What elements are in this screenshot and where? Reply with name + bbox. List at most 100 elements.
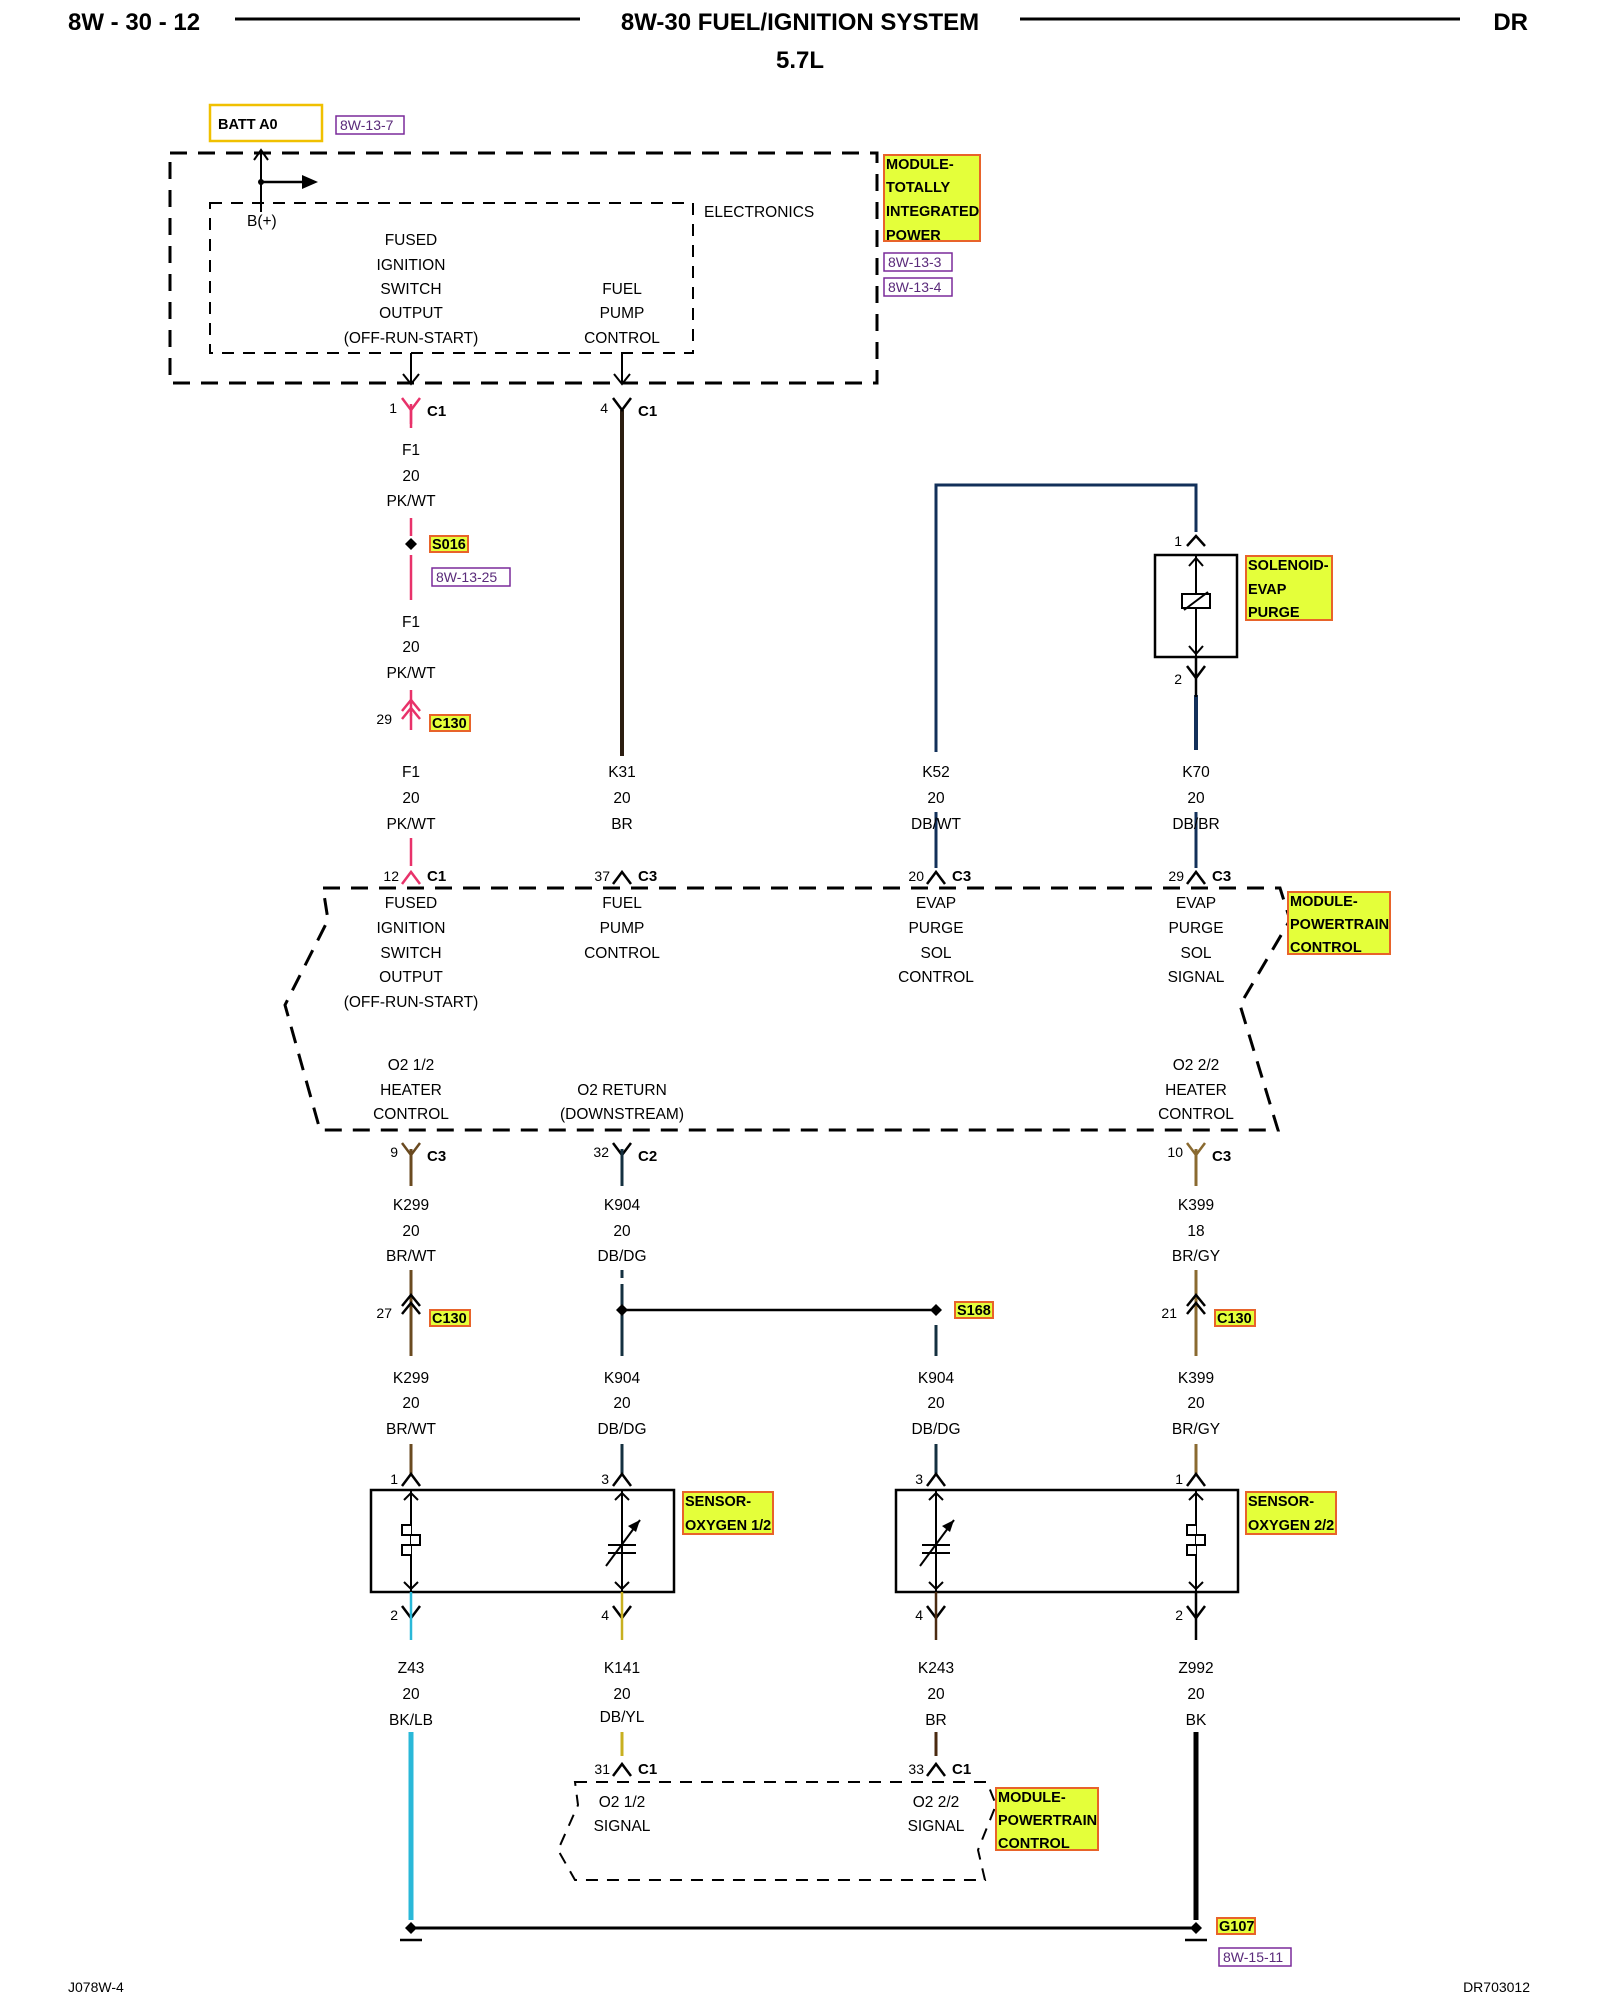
pcm-pin-10-num: 10 [1167, 1144, 1183, 1160]
sensor-oxygen-22-body [894, 1488, 1240, 1594]
pcm-fused-l3: SWITCH [380, 945, 441, 962]
k141-code: K141 [604, 1660, 640, 1677]
c130-pin-21-num: 21 [1161, 1305, 1177, 1321]
pcm-fuel-text: FUEL PUMP CONTROL [584, 895, 660, 962]
z43-gauge: 20 [402, 1686, 420, 1703]
electronics-label: ELECTRONICS [704, 204, 814, 221]
k904-code-1: K904 [604, 1197, 641, 1214]
pcm2-o212-l1: O2 1/2 [599, 1794, 646, 1811]
s2-pin-4: 4 [915, 1607, 923, 1623]
g107-ref-box[interactable] [1218, 1947, 1292, 1967]
k299-gauge-2: 20 [402, 1395, 420, 1412]
pcm-pin-10: 10 C3 [1167, 1142, 1231, 1165]
tipm-pin-1-conn: C1 [427, 403, 446, 420]
tipm-fuel-text: FUEL PUMP CONTROL [584, 281, 660, 347]
pcm-fused-l4: OUTPUT [379, 969, 443, 986]
tipm-ref-1[interactable]: 8W-13-3 [888, 254, 942, 270]
tipm-ref-box-2[interactable] [883, 277, 953, 297]
wire-k31-label: K31 20 BR [608, 764, 636, 833]
switch-pivot [258, 179, 264, 185]
pcm-o222-l2: HEATER [1165, 1082, 1227, 1099]
pcm-evap-control-text: EVAP PURGE SOL CONTROL [898, 895, 974, 986]
pcm2-name-l2: POWERTRAIN [998, 1813, 1097, 1829]
k299-code-2: K299 [393, 1370, 429, 1387]
wire-k299-label-2: K299 20 BR/WT [386, 1370, 436, 1438]
sensor1-name-l2: OXYGEN 1/2 [685, 1518, 771, 1534]
pcm-fused-l2: IGNITION [377, 920, 446, 937]
pcm2-o2-12-text: O2 1/2 SIGNAL [594, 1794, 651, 1835]
tipm-fused-l3: SWITCH [380, 281, 441, 298]
pcm-fuel-l2: PUMP [600, 920, 645, 937]
pcm-evaps-l4: SIGNAL [1168, 969, 1225, 986]
k399-code-1: K399 [1178, 1197, 1214, 1214]
z992-color: BK [1186, 1712, 1207, 1729]
sensor2-name-l2: OXYGEN 2/2 [1248, 1518, 1334, 1534]
tipm-ref-box-1[interactable] [883, 252, 953, 272]
k904-code-3: K904 [918, 1370, 955, 1387]
f1-color-1: PK/WT [386, 493, 436, 510]
pcm-outline [283, 886, 1292, 1132]
pcm2-o2-22-text: O2 2/2 SIGNAL [908, 1794, 965, 1835]
bplus-label: B(+) [247, 213, 277, 230]
pcm-evapc-l3: SOL [920, 945, 951, 962]
k399-color-1: BR/GY [1172, 1248, 1220, 1265]
g107-ref[interactable]: 8W-15-11 [1223, 1949, 1283, 1965]
pcm-evapc-l1: EVAP [916, 895, 956, 912]
pcm-pin-10-conn: C3 [1212, 1148, 1231, 1165]
tipm-ref-2[interactable]: 8W-13-4 [888, 279, 942, 295]
pcm-fused-l1: FUSED [385, 895, 438, 912]
pcm-pin-9-num: 9 [390, 1144, 398, 1160]
c130-pin-21: 21 C130 [1161, 1270, 1256, 1330]
k904-gauge-2: 20 [613, 1395, 631, 1412]
pcm-name-l2: POWERTRAIN [1290, 917, 1389, 933]
k70-color: DB/BR [1172, 816, 1219, 833]
tipm-name-box [883, 154, 981, 242]
pcm-evapc-l4: CONTROL [898, 969, 974, 986]
k299-color-2: BR/WT [386, 1421, 436, 1438]
pcm-pin-37-conn: C3 [638, 868, 657, 885]
pcm-o222-l1: O2 2/2 [1173, 1057, 1220, 1074]
pcm-pin-29-conn: C3 [1212, 868, 1231, 885]
pcm-pin-29: 29 C3 [1168, 868, 1231, 885]
batt-ref-box[interactable] [335, 115, 405, 135]
k52-gauge: 20 [927, 790, 945, 807]
f1-code-3: F1 [402, 764, 420, 781]
k243-gauge: 20 [927, 1686, 945, 1703]
pcm-pin-32-conn: C2 [638, 1148, 657, 1165]
batt-ref[interactable]: 8W-13-7 [340, 117, 394, 133]
k31-color: BR [611, 816, 633, 833]
tipm-name-l4: POWER [886, 228, 941, 244]
page-title: 8W-30 FUEL/IGNITION SYSTEM [621, 9, 979, 36]
tipm-fused-l2: IGNITION [377, 257, 446, 274]
f1-gauge-2: 20 [402, 639, 420, 656]
k141-gauge: 20 [613, 1686, 631, 1703]
pcm2-pin-31: 31 C1 [594, 1761, 657, 1778]
pcm-pin-32: 32 C2 [593, 1142, 657, 1165]
s168-label: S168 [957, 1303, 991, 1319]
pcm-evaps-l1: EVAP [1176, 895, 1216, 912]
solenoid-pin-1: 1 [1174, 533, 1182, 549]
pcm2-pin-31-num: 31 [594, 1761, 610, 1777]
z43-color: BK/LB [389, 1712, 433, 1729]
pcm2-outline [556, 1781, 998, 1881]
z992-code: Z992 [1178, 1660, 1213, 1677]
sensor-oxygen-22: 3 1 4 2 SENSOR- OXYGEN 2/2 [894, 1471, 1337, 1640]
tipm-pin-4-num: 4 [600, 400, 608, 416]
s016-ref[interactable]: 8W-13-25 [436, 569, 497, 585]
wire-k141-label: K141 20 DB/YL [600, 1660, 645, 1726]
splice-s168: S168 [616, 1270, 994, 1356]
batt-label-box [208, 103, 324, 143]
k904-gauge-3: 20 [927, 1395, 945, 1412]
pcm-o2ret-l1: O2 RETURN [577, 1082, 667, 1099]
splice-s016: S016 8W-13-25 [405, 535, 511, 587]
pcm2-name-box [995, 1787, 1099, 1851]
pcm-o2-12-heater-text: O2 1/2 HEATER CONTROL [373, 1057, 449, 1123]
footer-left-code: J078W-4 [68, 1979, 124, 1995]
s016-ref-box[interactable] [431, 567, 511, 587]
tipm-out-4-arrow [613, 373, 631, 386]
tipm-name-l2: TOTALLY [886, 180, 951, 196]
s2-pin-2: 2 [1175, 1607, 1183, 1623]
solenoid-name-box [1245, 555, 1333, 621]
pcm-pin-37: 37 C3 [594, 868, 657, 885]
